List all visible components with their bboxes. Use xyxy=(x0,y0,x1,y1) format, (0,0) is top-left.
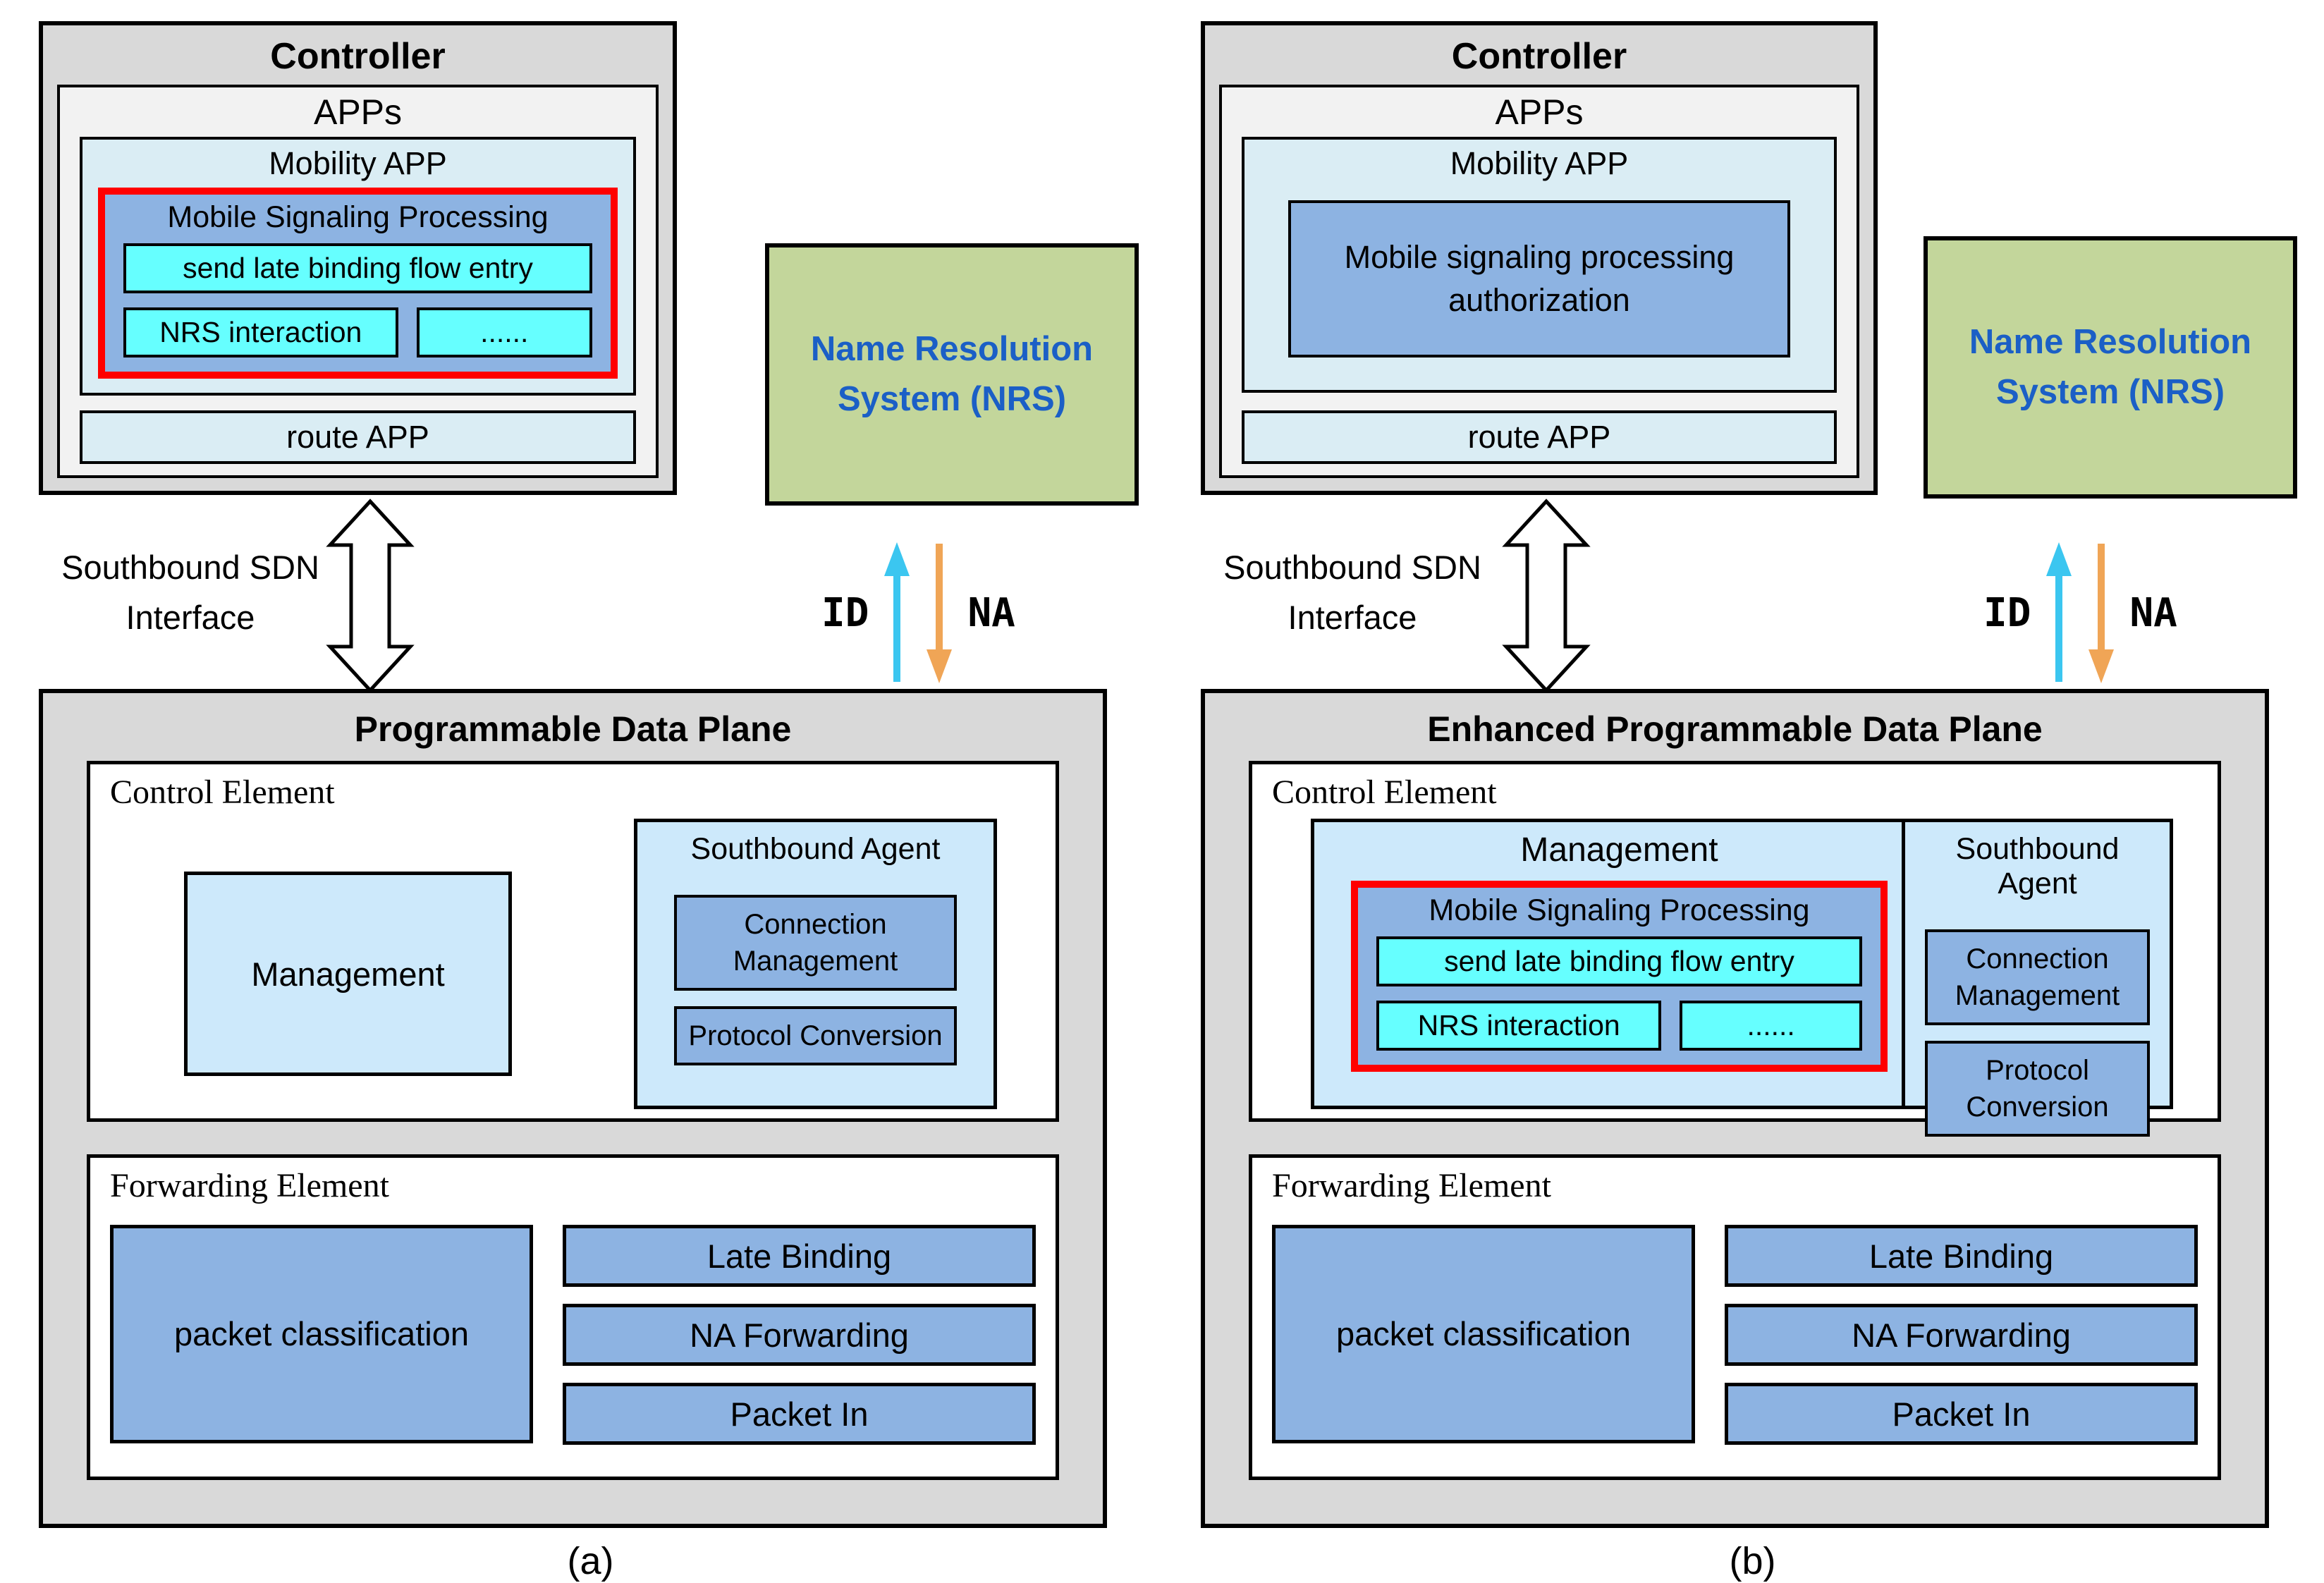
connection-management-box: Connection Management xyxy=(674,895,957,991)
protocol-conversion-box: Protocol Conversion xyxy=(674,1006,957,1065)
id-label: ID xyxy=(1983,589,2031,636)
programmable-data-plane-title: Programmable Data Plane xyxy=(354,709,792,749)
southbound-double-arrow xyxy=(326,499,415,693)
panel-a: Controller APPs Mobility APP Mobile Sign… xyxy=(0,0,1162,1582)
enhanced-programmable-data-plane-title: Enhanced Programmable Data Plane xyxy=(1427,709,2043,749)
control-element-title: Control Element xyxy=(1272,774,1497,811)
forwarding-element-title: Forwarding Element xyxy=(1272,1167,1551,1204)
panel-caption: (a) xyxy=(567,1540,614,1582)
id-label: ID xyxy=(821,589,869,636)
southbound-sdn-interface-label: Southbound SDN Interface xyxy=(61,549,319,636)
nrs-title: Name Resolution System (NRS) xyxy=(1969,322,2252,411)
msp-sub-row: NRS interaction ...... xyxy=(1376,1001,1862,1051)
late-binding-box: Late Binding xyxy=(1725,1225,2198,1287)
control-element-box: Control Element Management Mobile Signal… xyxy=(1249,761,2221,1137)
controller-title: Controller xyxy=(1451,36,1627,77)
mobile-signaling-processing-title: Mobile Signaling Processing xyxy=(167,200,549,234)
forwarding-element-box: Forwarding Element packet classification… xyxy=(1249,1154,2221,1480)
msp-sub-row: NRS interaction ...... xyxy=(123,307,592,357)
southbound-agent-box: Southbound Agent Connection Management P… xyxy=(1902,819,2173,1137)
control-element-box: Control Element Management Southbound Ag… xyxy=(87,761,1059,1122)
management-title: Management xyxy=(1520,831,1718,869)
nrs-interaction-box: NRS interaction xyxy=(1376,1001,1662,1051)
id-na-arrows: ID NA xyxy=(821,542,1015,683)
route-app-box: route APP xyxy=(80,410,636,464)
forwarding-element-column: Late Binding NA Forwarding Packet In xyxy=(563,1225,1036,1445)
ellipsis-box: ...... xyxy=(416,307,592,357)
mobile-signaling-processing-title: Mobile Signaling Processing xyxy=(1429,893,1810,927)
id-na-arrows: ID NA xyxy=(1983,542,2177,683)
id-up-arrow xyxy=(2046,542,2072,682)
programmable-data-plane-box: Programmable Data Plane Control Element … xyxy=(39,689,1107,1528)
nrs-interaction-box: NRS interaction xyxy=(123,307,398,357)
mobile-signaling-processing-box: Mobile Signaling Processing send late bi… xyxy=(98,188,618,379)
na-label: NA xyxy=(967,589,1015,636)
controller-title: Controller xyxy=(270,36,446,77)
nrs-box: Name Resolution System (NRS) xyxy=(1924,236,2297,499)
management-box: Management Mobile Signaling Processing s… xyxy=(1311,819,1928,1109)
enhanced-programmable-data-plane-box: Enhanced Programmable Data Plane Control… xyxy=(1201,689,2269,1528)
mobile-signaling-processing-authorization-box: Mobile signaling processing authorizatio… xyxy=(1288,200,1790,357)
southbound-agent-title: Southbound Agent xyxy=(690,832,941,866)
send-late-binding-flow-entry-box: send late binding flow entry xyxy=(1376,936,1862,986)
panel-b-mid-row: Southbound SDN Interface ID NA xyxy=(1201,499,2304,693)
controller-box: Controller APPs Mobility APP Mobile Sign… xyxy=(39,21,677,495)
southbound-sdn-interface-label: Southbound SDN Interface xyxy=(1223,549,1481,636)
na-label: NA xyxy=(2129,589,2177,636)
forwarding-element-box: Forwarding Element packet classification… xyxy=(87,1154,1059,1480)
management-box: Management xyxy=(184,872,512,1076)
protocol-conversion-box: Protocol Conversion xyxy=(1925,1041,2150,1137)
mobility-app-title: Mobility APP xyxy=(1450,145,1629,181)
mobility-app-title: Mobility APP xyxy=(269,145,447,181)
control-element-body: Management Mobile Signaling Processing s… xyxy=(1272,812,2198,1137)
apps-title: APPs xyxy=(1495,92,1584,132)
na-down-arrow xyxy=(2088,544,2115,683)
packet-classification-box: packet classification xyxy=(110,1225,533,1443)
apps-box: APPs Mobility APP Mobile Signaling Proce… xyxy=(57,85,659,478)
panel-caption: (b) xyxy=(1729,1540,1776,1582)
forwarding-element-title: Forwarding Element xyxy=(110,1167,389,1204)
ellipsis-box: ...... xyxy=(1680,1001,1862,1051)
send-late-binding-flow-entry-box: send late binding flow entry xyxy=(123,243,592,293)
southbound-agent-box: Southbound Agent Connection Management P… xyxy=(634,819,997,1109)
panel-b: Controller APPs Mobility APP Mobile sign… xyxy=(1162,0,2324,1582)
na-forwarding-box: NA Forwarding xyxy=(1725,1304,2198,1366)
na-forwarding-box: NA Forwarding xyxy=(563,1304,1036,1366)
controller-box: Controller APPs Mobility APP Mobile sign… xyxy=(1201,21,1878,495)
panel-a-mid-row: Southbound SDN Interface ID NA xyxy=(39,499,1142,693)
packet-in-box: Packet In xyxy=(563,1383,1036,1445)
forwarding-element-body: packet classification Late Binding NA Fo… xyxy=(1272,1225,2198,1445)
mobility-app-box: Mobility APP Mobile Signaling Processing… xyxy=(80,137,636,396)
nrs-box: Name Resolution System (NRS) xyxy=(765,243,1139,506)
southbound-agent-title: Southbound Agent xyxy=(1955,832,2120,900)
control-element-title: Control Element xyxy=(110,774,335,811)
na-down-arrow xyxy=(926,544,953,683)
id-up-arrow xyxy=(884,542,910,682)
control-element-body: Management Southbound Agent Connection M… xyxy=(110,812,1036,1115)
route-app-box: route APP xyxy=(1242,410,1837,464)
panel-a-top-row: Controller APPs Mobility APP Mobile Sign… xyxy=(39,21,1142,506)
late-binding-box: Late Binding xyxy=(563,1225,1036,1287)
forwarding-element-body: packet classification Late Binding NA Fo… xyxy=(110,1225,1036,1445)
southbound-double-arrow xyxy=(1502,499,1591,693)
mobile-signaling-processing-box: Mobile Signaling Processing send late bi… xyxy=(1351,881,1888,1072)
mobility-app-box: Mobility APP Mobile signaling processing… xyxy=(1242,137,1837,393)
apps-box: APPs Mobility APP Mobile signaling proce… xyxy=(1219,85,1859,478)
packet-classification-box: packet classification xyxy=(1272,1225,1695,1443)
panel-b-top-row: Controller APPs Mobility APP Mobile sign… xyxy=(1201,21,2304,504)
apps-title: APPs xyxy=(313,92,403,132)
nrs-title: Name Resolution System (NRS) xyxy=(810,329,1094,418)
connection-management-box: Connection Management xyxy=(1925,929,2150,1025)
packet-in-box: Packet In xyxy=(1725,1383,2198,1445)
forwarding-element-column: Late Binding NA Forwarding Packet In xyxy=(1725,1225,2198,1445)
